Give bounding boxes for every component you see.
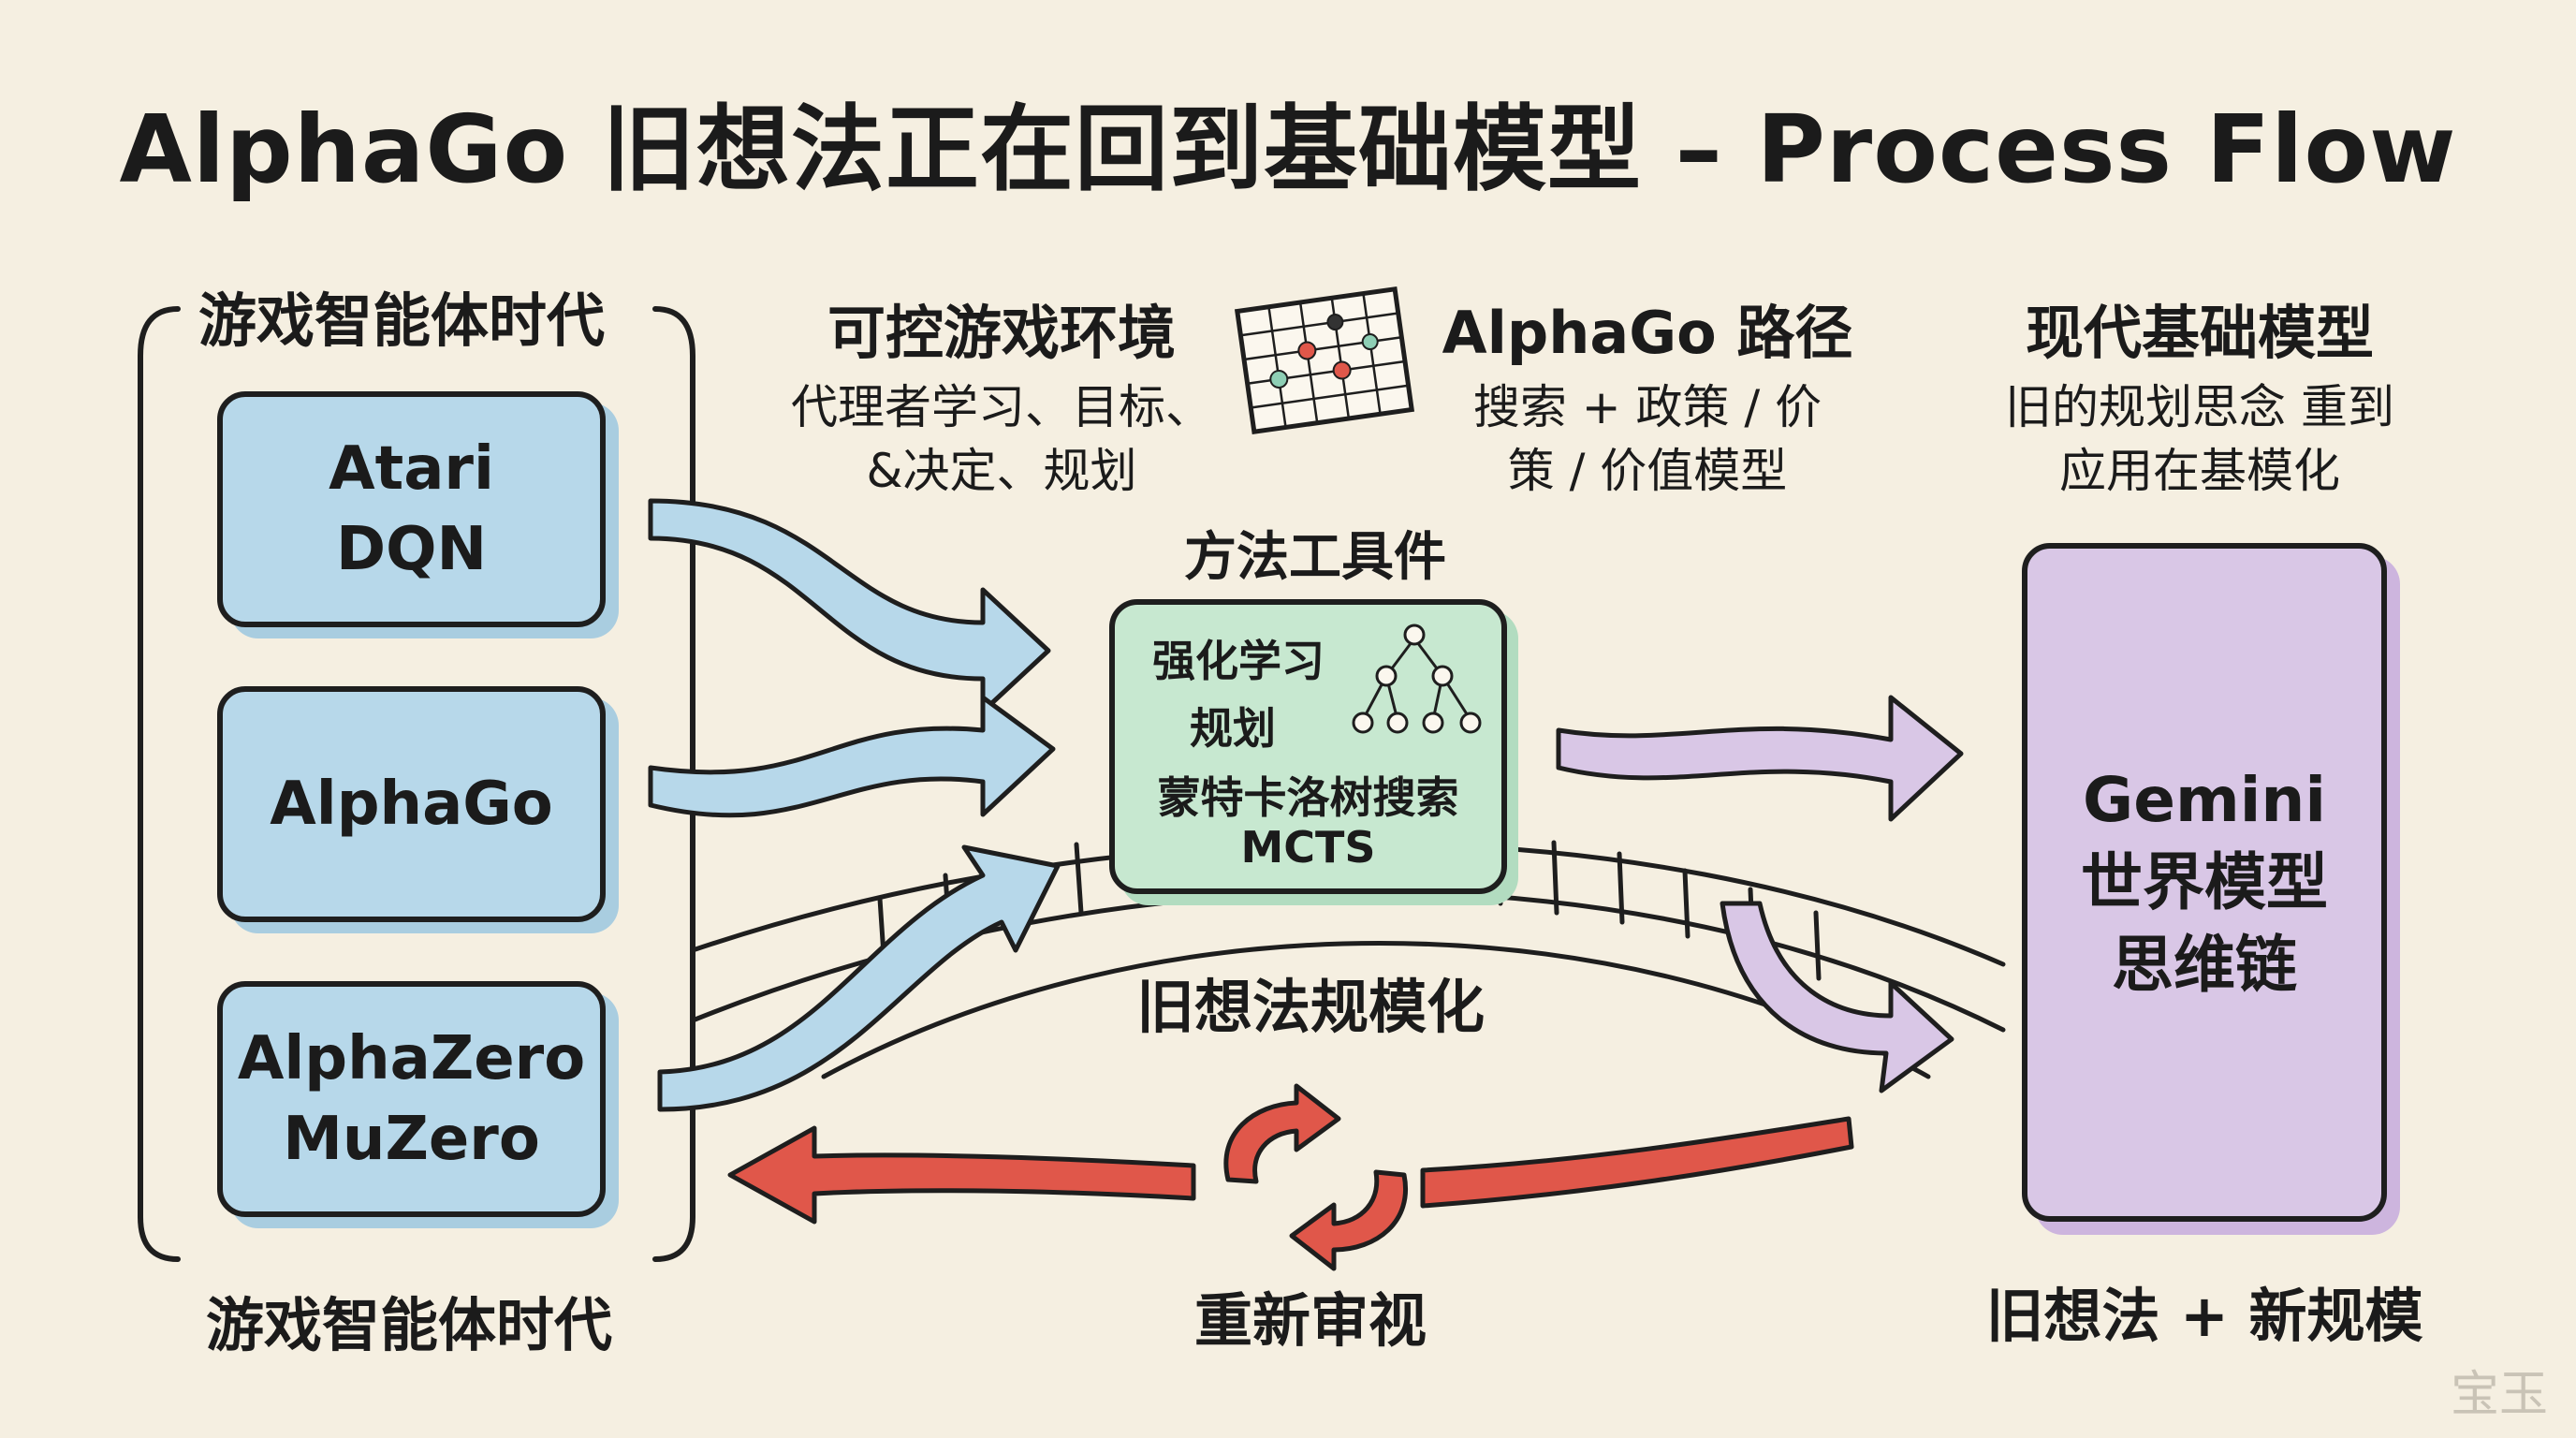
cycle-arrows-icon — [1223, 1083, 1408, 1271]
alphago-path-heading: AlphaGo 路径 — [1442, 299, 1853, 367]
purple-arrows — [1556, 695, 1964, 1093]
left-bottom-label: 游戏智能体时代 — [206, 1291, 613, 1359]
alphago-box: AlphaGo — [217, 686, 606, 922]
game-env-line: &决定、规划 — [866, 444, 1137, 498]
left-bracket — [138, 306, 181, 1262]
modern-section: 现代基础模型 旧的规划思念 重到 应用在基模化 — [1975, 286, 2424, 503]
toolkit-box: 强化学习 规划 蒙特卡洛树搜索 MCTS — [1109, 599, 1507, 894]
foundation-model-box: Gemini 世界模型 思维链 — [2022, 543, 2387, 1222]
alphago-path-line: 搜索 + 政策 / 价 — [1472, 380, 1822, 434]
box-line: DQN — [335, 515, 488, 584]
box-line: AlphaZero — [237, 1024, 586, 1093]
tree-icon — [1352, 624, 1482, 734]
game-env-section: 可控游戏环境 代理者学习、目标、 &决定、规划 — [749, 286, 1254, 503]
right-bottom-label: 旧想法 + 新规模 — [1985, 1282, 2423, 1350]
toolkit-line-planning: 规划 — [1190, 703, 1276, 754]
alphago-path-section: AlphaGo 路径 搜索 + 政策 / 价 策 / 价值模型 — [1432, 286, 1863, 503]
alphazero-muzero-box: AlphaZero MuZero — [217, 981, 606, 1217]
bridge-label: 旧想法规模化 — [1135, 973, 1485, 1041]
game-env-line: 代理者学习、目标、 — [791, 380, 1212, 434]
modern-line: 应用在基模化 — [2059, 444, 2340, 498]
page-title: AlphaGo 旧想法正在回到基础模型 – Process Flow — [119, 95, 2457, 204]
watermark: 宝玉 — [2450, 1367, 2548, 1423]
toolkit-line-mcts-cn: 蒙特卡洛树搜索 — [1157, 772, 1459, 823]
red-revisit-arrow — [727, 1116, 1854, 1225]
modern-heading: 现代基础模型 — [2025, 299, 2374, 367]
modern-line: 旧的规划思念 重到 — [2005, 380, 2394, 434]
box-line: 思维链 — [2112, 928, 2297, 1001]
box-line: Gemini — [2083, 763, 2326, 836]
go-board-icon — [1234, 286, 1415, 435]
blue-arrows — [648, 498, 1061, 1112]
box-line: AlphaGo — [270, 770, 553, 839]
toolkit-line-rl: 强化学习 — [1152, 636, 1325, 686]
right-bracket — [652, 306, 695, 1262]
box-line: Atari — [329, 434, 494, 504]
left-top-label: 游戏智能体时代 — [198, 286, 606, 355]
box-line: MuZero — [283, 1105, 540, 1174]
atari-dqn-box: Atari DQN — [217, 391, 606, 627]
toolkit-line-mcts: MCTS — [1240, 822, 1376, 873]
revisit-label: 重新审视 — [1193, 1286, 1427, 1355]
box-line: 世界模型 — [2081, 845, 2328, 918]
toolkit-heading: 方法工具件 — [1184, 527, 1446, 588]
alphago-path-line: 策 / 价值模型 — [1507, 444, 1788, 498]
game-env-heading: 可控游戏环境 — [827, 299, 1176, 367]
